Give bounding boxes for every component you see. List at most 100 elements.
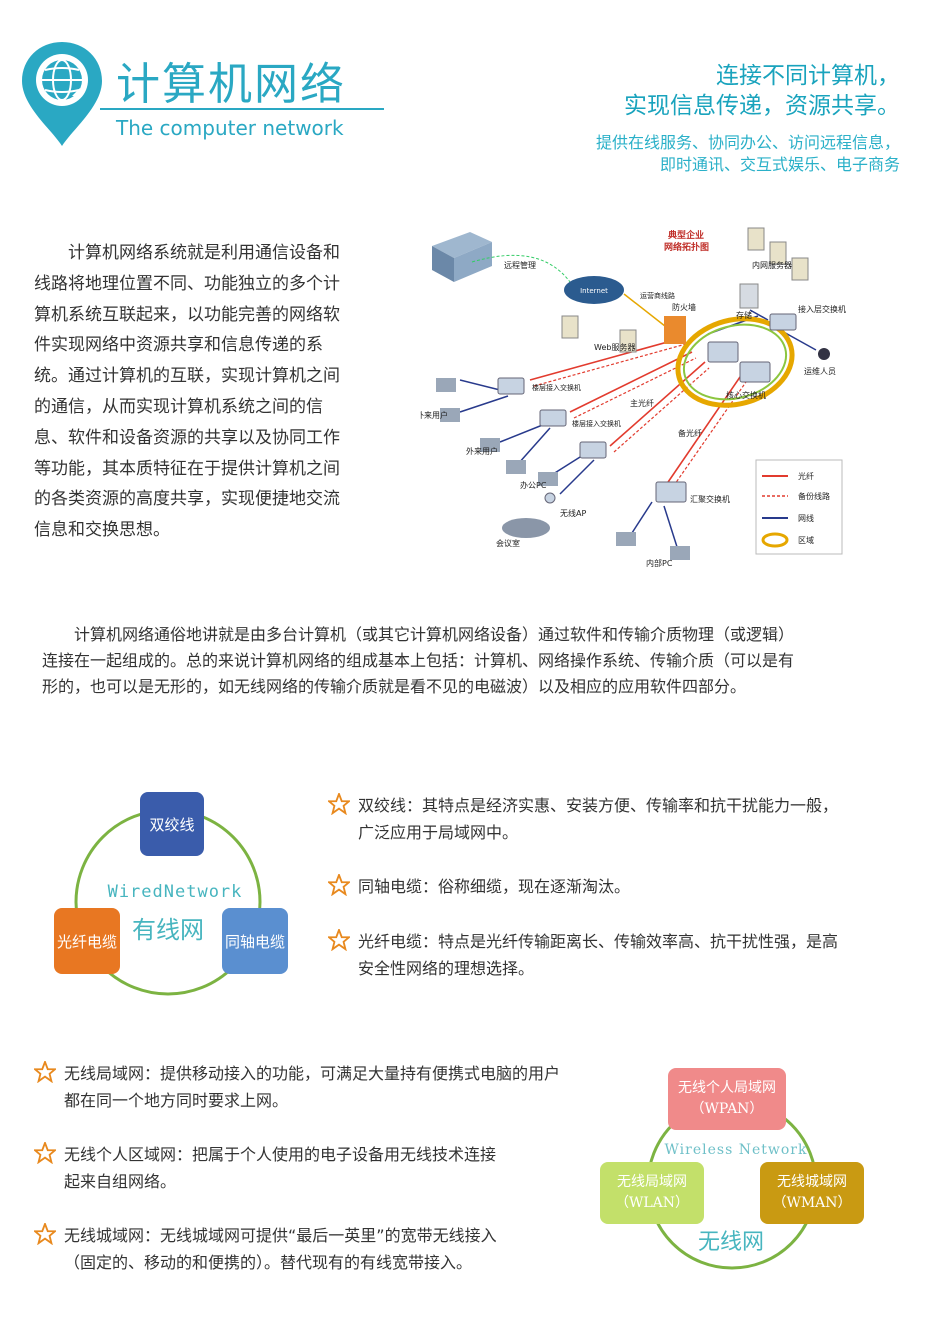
backup-fiber-label: 备光纤 bbox=[678, 428, 702, 438]
wireless-ap-icon bbox=[544, 492, 556, 504]
firewall-label: 防火墙 bbox=[672, 302, 696, 312]
wpan-label: 无线个人局域网 bbox=[678, 1080, 776, 1096]
intro-line: 件实现网络中资源共享和信息传递的系 bbox=[34, 335, 323, 356]
wireless-cn-label: 无线网 bbox=[697, 1230, 764, 1255]
diagram-title-1: 典型企业 bbox=[668, 229, 704, 241]
access-switch-label: 接入层交换机 bbox=[798, 304, 846, 314]
star-icon bbox=[328, 874, 350, 896]
services-line-1: 提供在线服务、协同办公、访问远程信息， bbox=[595, 133, 900, 152]
list-item-line: 安全性网络的理想选择。 bbox=[358, 959, 535, 978]
list-item-line: 起来自组网络。 bbox=[64, 1172, 177, 1191]
storage-icon bbox=[739, 283, 759, 309]
web-server-label: Web服务器 bbox=[594, 342, 635, 352]
wpan-node: 无线个人局域网 （WPAN） bbox=[668, 1068, 786, 1130]
switch-icon bbox=[497, 377, 525, 395]
pc-icon bbox=[440, 408, 460, 422]
building-icon bbox=[432, 232, 492, 282]
internet-label: Internet bbox=[580, 287, 608, 295]
list-item-coax: 同轴电缆：俗称细缆，现在逐渐淘汰。 bbox=[328, 873, 918, 900]
pc-icon bbox=[506, 460, 526, 474]
server-icon bbox=[791, 257, 809, 281]
wired-network-diagram: WiredNetwork 有线网 双绞线 光纤电缆 同轴电缆 bbox=[40, 786, 310, 1006]
switch-icon bbox=[579, 441, 607, 459]
switch-icon bbox=[655, 481, 687, 503]
pc-icon bbox=[538, 472, 558, 486]
pc-icon bbox=[670, 546, 690, 560]
list-item-line: 光纤电缆：特点是光纤传输距离长、传输效率高、抗干扰性强，是高 bbox=[358, 932, 839, 951]
storage-label: 存储 bbox=[736, 310, 752, 320]
intro-line: 息、软件和设备资源的共享以及协同工作 bbox=[34, 427, 340, 448]
intro-line: 的通信，从而实现计算机系统之间的信 bbox=[34, 396, 323, 417]
operator-line-label: 运营商线路 bbox=[640, 291, 675, 300]
meeting-room-icon bbox=[502, 518, 550, 538]
page-title: 计算机网络 bbox=[116, 59, 346, 110]
office-pc-label: 办公PC bbox=[520, 480, 547, 490]
wlan-node: 无线局域网 （WLAN） bbox=[600, 1162, 704, 1224]
server-icon bbox=[769, 241, 787, 265]
list-item-wlan: 无线局域网：提供移动接入的功能，可满足大量持有便携式电脑的用户 都在同一个地方同… bbox=[34, 1060, 634, 1114]
page-subtitle: The computer network bbox=[116, 116, 344, 140]
server-icon bbox=[747, 227, 765, 251]
twisted-pair-node: 双绞线 bbox=[140, 792, 204, 856]
intro-line: 等功能，其本质特征在于提供计算机之间 bbox=[34, 458, 340, 479]
list-item-line: 同轴电缆：俗称细缆，现在逐渐淘汰。 bbox=[358, 877, 631, 896]
wman-label: 无线城域网 bbox=[777, 1174, 847, 1190]
wlan-abbr: （WLAN） bbox=[614, 1195, 690, 1211]
switch-icon bbox=[769, 313, 797, 331]
topology-legend: 光纤 备份线路 网线 区域 bbox=[755, 459, 843, 555]
core-switch-icon bbox=[739, 361, 771, 383]
main-fiber-label: 主光纤 bbox=[630, 398, 654, 408]
title-underline bbox=[100, 108, 384, 110]
wired-cn-label: 有线网 bbox=[132, 916, 204, 944]
pc-icon bbox=[436, 378, 456, 392]
legend-fiber: 光纤 bbox=[798, 471, 814, 481]
pc-icon bbox=[480, 438, 500, 452]
remote-label: 远程管理 bbox=[504, 260, 536, 270]
slogan-line-1: 连接不同计算机， bbox=[716, 63, 900, 89]
core-switch-icon bbox=[707, 341, 739, 363]
fiber-cable-node: 光纤电缆 bbox=[54, 908, 120, 974]
star-icon bbox=[34, 1223, 56, 1245]
location-pin-globe-icon bbox=[22, 42, 102, 146]
coax-cable-node: 同轴电缆 bbox=[222, 908, 288, 974]
legend-cable: 网线 bbox=[798, 513, 814, 523]
list-item-line: 双绞线：其特点是经济实惠、安装方便、传输率和抗干扰能力一般， bbox=[358, 796, 839, 815]
aggregation-switch-label: 汇聚交换机 bbox=[690, 494, 730, 504]
intro-line: 算机系统互联起来，以功能完善的网络软 bbox=[34, 304, 340, 325]
meeting-room-label: 会议室 bbox=[496, 538, 520, 548]
services-line-2: 即时通讯、交互式娱乐、电子商务 bbox=[659, 155, 900, 174]
intro-line: 的各类资源的高度共享，实现便捷地交流 bbox=[34, 489, 340, 510]
firewall-icon bbox=[664, 316, 686, 344]
wman-node: 无线城域网 （WMAN） bbox=[760, 1162, 864, 1224]
wireless-ap-label: 无线AP bbox=[560, 508, 586, 518]
star-icon bbox=[328, 929, 350, 951]
star-icon bbox=[34, 1061, 56, 1083]
intro-line: 统。通过计算机的互联，实现计算机之间 bbox=[34, 366, 340, 387]
intro-line: 计算机网络系统就是利用通信设备和 bbox=[34, 243, 340, 263]
list-item-line: 无线个人区域网：把属于个人使用的电子设备用无线技术连接 bbox=[64, 1145, 497, 1164]
intro-line: 信息和交换思想。 bbox=[34, 520, 170, 541]
definition-paragraph: 计算机网络通俗地讲就是由多台计算机（或其它计算机网络设备）通过软件和传输介质物理… bbox=[42, 622, 902, 700]
wireless-network-diagram: Wireless Network 无线网 无线个人局域网 （WPAN） 无线局域… bbox=[596, 1058, 876, 1288]
definition-line: 计算机网络通俗地讲就是由多台计算机（或其它计算机网络设备）通过软件和传输介质物理… bbox=[42, 625, 795, 644]
ops-staff-label: 运维人员 bbox=[804, 366, 836, 376]
wman-abbr: （WMAN） bbox=[772, 1195, 852, 1211]
definition-line: 连接在一起组成的。总的来说计算机网络的组成基本上包括：计算机、网络操作系统、传输… bbox=[42, 651, 795, 670]
wlan-label: 无线局域网 bbox=[617, 1174, 687, 1190]
list-item-wman: 无线城域网：无线城域网可提供“最后一英里”的宽带无线接入 （固定的、移动的和便携… bbox=[34, 1222, 584, 1276]
network-topology-diagram: 远程管理 Internet 典型企业 网络拓扑图 防火墙 运营商线路 Web服务… bbox=[420, 227, 846, 568]
switch-icon bbox=[539, 409, 567, 427]
list-item-wpan: 无线个人区域网：把属于个人使用的电子设备用无线技术连接 起来自组网络。 bbox=[34, 1141, 584, 1195]
core-switch-label: 核心交换机 bbox=[726, 390, 766, 400]
diagram-title-2: 网络拓扑图 bbox=[664, 241, 709, 253]
star-icon bbox=[34, 1142, 56, 1164]
server-icon bbox=[561, 315, 579, 339]
list-item-line: 广泛应用于局域网中。 bbox=[358, 823, 519, 842]
slogan-line-2: 实现信息传递，资源共享。 bbox=[624, 93, 900, 119]
wireless-en-label: Wireless Network bbox=[664, 1142, 808, 1158]
list-item-twisted-pair: 双绞线：其特点是经济实惠、安装方便、传输率和抗干扰能力一般， 广泛应用于局域网中… bbox=[328, 792, 918, 846]
intranet-server-label: 内网服务器 bbox=[752, 260, 792, 270]
pc-icon bbox=[616, 532, 636, 546]
legend-backup: 备份线路 bbox=[798, 491, 830, 501]
list-item-line: 无线城域网：无线城域网可提供“最后一英里”的宽带无线接入 bbox=[64, 1226, 497, 1245]
